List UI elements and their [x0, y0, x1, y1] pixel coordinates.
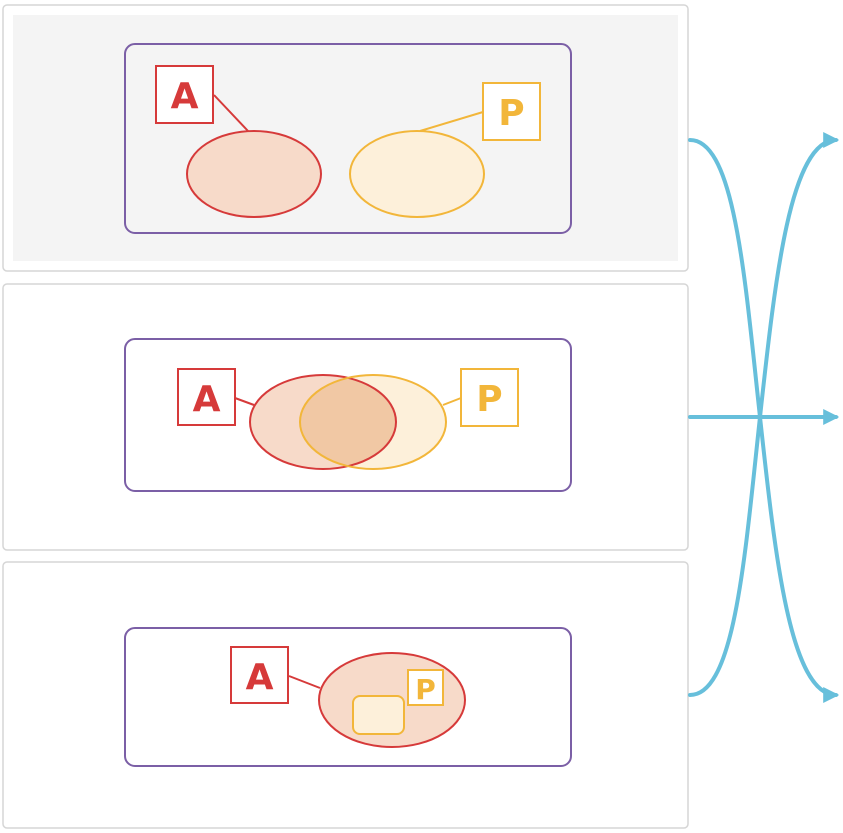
panel-1-frame [124, 43, 572, 234]
panel-1-agent-connector [213, 94, 249, 132]
panel-2-patient-label-box [460, 368, 519, 427]
panel-2-agent-connector [234, 397, 255, 406]
panel-3: A P [2, 561, 689, 829]
panel-1-agent-label: A [171, 76, 199, 117]
panel-1-patient-connector [419, 111, 484, 132]
panel-2-agent-ellipse [249, 374, 397, 470]
panel-1-patient-label: P [498, 93, 524, 134]
panel-2-agent-label-box [177, 368, 236, 426]
panel-3-frame [124, 627, 572, 767]
panel-3-patient-label-box [407, 669, 444, 706]
panel-1-patient-label-box [482, 82, 541, 141]
panel-2-patient-connector [442, 397, 462, 406]
transition-arrows [688, 132, 840, 703]
panel-2-frame [124, 338, 572, 492]
panel-2-agent-label: A [193, 379, 221, 420]
panel-1-patient-ellipse [349, 130, 485, 218]
panel-2-patient-label: P [476, 379, 502, 420]
panel-3-agent-label-box [230, 646, 289, 704]
panel-3-patient-region [352, 695, 405, 735]
panel-2-overlap-region [300, 375, 396, 469]
panel-1-agent-ellipse [186, 130, 322, 218]
panel-3-patient-label: P [415, 673, 436, 706]
panel-1: A P [2, 4, 689, 272]
panel-2-patient-ellipse [299, 374, 447, 470]
panel-2: A P [2, 283, 689, 551]
panel-1-background [13, 15, 678, 261]
panel-3-agent-label: A [246, 657, 274, 698]
panel-1-agent-label-box [155, 65, 214, 124]
panel-3-agent-connector [288, 675, 321, 689]
